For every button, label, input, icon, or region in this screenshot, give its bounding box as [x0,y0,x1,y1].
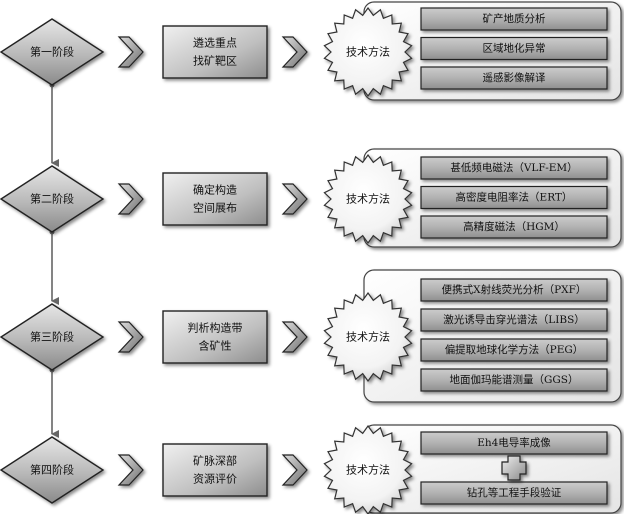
method-pill [420,278,608,302]
flow-chevron [281,321,308,353]
task-box [162,310,268,364]
flow-chevron [281,36,308,68]
phase-label: 第三阶段 [30,330,74,344]
task-box [162,443,268,497]
starburst-icon [323,424,413,514]
phase-diamond [0,165,105,233]
method-label: 矿产地质分析 [483,12,546,25]
method-pill [420,481,608,505]
method-label: 甚低频电磁法（VLF-EM） [450,161,577,174]
method-pill [420,338,608,362]
method-label: 高密度电阻率法（ERT） [456,191,573,204]
method-label: 便携式X射线荧光分析（PXF） [442,283,587,296]
method-pill [420,36,608,61]
method-heading: 技术方法 [346,330,390,344]
method-pill [420,308,608,332]
flow-chevron [117,321,144,353]
plus-icon [501,455,527,481]
task-label: 空间展布 [193,201,237,215]
method-label: 钻孔等工程手段验证 [467,486,562,499]
starburst-icon [323,291,413,383]
flow-chevron [281,454,308,486]
method-label: 激光诱导击穿光谱法（LIBS） [443,313,585,326]
starburst-icon [323,153,413,245]
method-heading: 技术方法 [346,192,390,206]
task-label: 遴选重点 [193,36,237,50]
phase-label: 第二阶段 [30,192,74,206]
flow-chevron [281,183,308,215]
method-label: 地面伽玛能谱测量（GGS） [450,373,579,386]
method-label: 偏提取地球化学方法（PEG） [445,343,584,356]
method-label: 遥感影像解译 [483,71,546,84]
method-pill [420,185,608,210]
method-pill [420,7,608,31]
phase-diamond [0,303,105,371]
flow-chevron [117,454,144,486]
method-label: Eh4电导率成像 [477,436,551,449]
phase-label: 第一阶段 [30,45,74,59]
method-heading: 技术方法 [346,463,390,477]
method-label: 高精度磁法（HGM） [463,220,565,233]
method-pill [420,215,608,239]
phase-diamond [0,18,105,86]
task-label: 资源评价 [193,472,237,486]
flow-chevron [117,36,144,68]
task-box [162,172,268,226]
phase-label: 第四阶段 [30,463,74,477]
task-label: 矿脉深部 [193,454,237,468]
method-pill [420,156,608,180]
flow-chevron [117,183,144,215]
method-heading: 技术方法 [346,45,390,59]
stage-connectors [49,82,59,438]
method-label: 区域地化异常 [483,42,546,55]
method-pill [420,66,608,90]
task-label: 含矿性 [199,339,232,353]
task-label: 判析构造带 [188,321,243,335]
task-label: 找矿靶区 [193,54,237,68]
phase-diamond [0,436,105,504]
method-pill [420,431,608,455]
starburst-icon [323,6,413,98]
task-box [162,25,268,79]
task-label: 确定构造 [193,183,237,197]
method-pill [420,368,608,392]
